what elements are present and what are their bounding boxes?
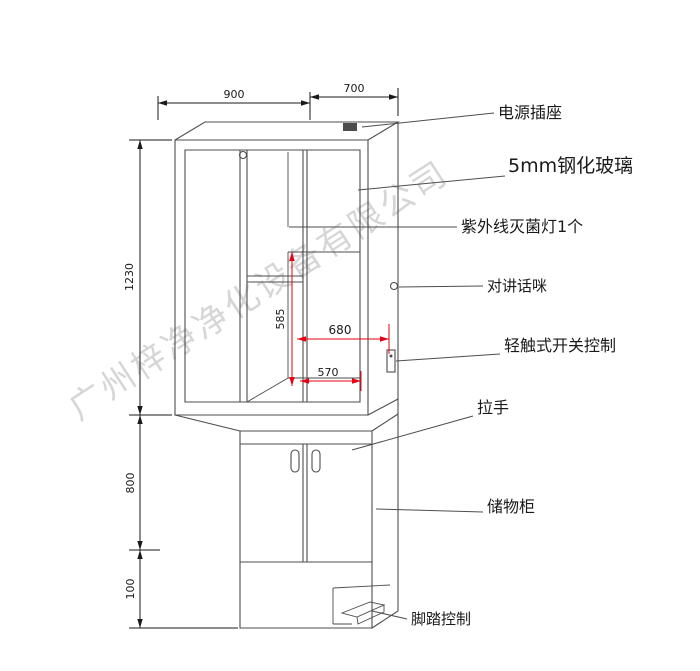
dimension-top-depth: 700 xyxy=(310,82,399,116)
dimension-1230-label: 1230 xyxy=(123,263,136,291)
dimension-100-label: 100 xyxy=(124,579,137,600)
touch-switch-button xyxy=(389,354,393,358)
lower-cabinet-frame xyxy=(174,398,399,629)
company-watermark: 广州梓净净化设备有限公司 xyxy=(62,153,456,428)
intercom-mic-label: 对讲话咪 xyxy=(487,277,547,295)
dimension-inner-width: 680 xyxy=(297,323,390,354)
leader-line xyxy=(375,508,484,513)
dimension-top-width: 900 xyxy=(157,88,311,120)
intercom-mic xyxy=(389,281,399,291)
callout-foot-pedal: 脚踏控制 xyxy=(371,610,471,628)
dimension-inner-depth: 570 xyxy=(300,366,362,391)
dimension-585-label: 585 xyxy=(274,309,287,330)
leader-line xyxy=(398,285,484,288)
storage-cabinet-label: 储物柜 xyxy=(487,497,535,516)
foot-pedal xyxy=(332,584,391,625)
pedal-plate xyxy=(340,601,386,625)
uv-lamp-label: 紫外线灭菌灯1个 xyxy=(461,217,583,236)
pedal-recess xyxy=(332,584,391,625)
dimension-800-label: 800 xyxy=(124,473,137,494)
callout-intercom-mic: 对讲话咪 xyxy=(398,277,547,295)
dimension-900-label: 900 xyxy=(224,88,245,101)
touch-switch-label: 轻触式开关控制 xyxy=(504,336,616,355)
callout-uv-lamp: 紫外线灭菌灯1个 xyxy=(289,217,583,236)
dimension-700-label: 700 xyxy=(344,82,365,95)
dimension-left-heights: 1230 800 100 xyxy=(123,139,238,629)
touch-switch-panel xyxy=(386,349,396,373)
foot-pedal-label: 脚踏控制 xyxy=(411,610,471,628)
callout-storage-cabinet: 储物柜 xyxy=(375,497,535,516)
leader-line xyxy=(395,353,501,362)
tempered-glass-label: 5mm钢化玻璃 xyxy=(508,155,633,177)
leader-line xyxy=(361,112,495,128)
dimension-tick-lines xyxy=(129,139,238,629)
leader-line xyxy=(371,610,408,620)
callout-tempered-glass: 5mm钢化玻璃 xyxy=(357,155,633,191)
callout-power-socket: 电源插座 xyxy=(361,103,562,128)
dimension-inner-height: 585 xyxy=(274,252,295,386)
leader-line xyxy=(351,415,474,451)
dimension-680-label: 680 xyxy=(329,323,352,337)
power-socket xyxy=(343,123,357,131)
power-socket-label: 电源插座 xyxy=(498,103,562,122)
door-lock-icon xyxy=(238,150,248,160)
callout-touch-switch: 轻触式开关控制 xyxy=(395,336,616,362)
callout-handle: 拉手 xyxy=(351,398,509,451)
touch-switch-body xyxy=(386,349,396,373)
dimension-570-label: 570 xyxy=(318,366,339,379)
lower-cabinet xyxy=(174,398,399,629)
right-door-handle xyxy=(311,449,321,473)
leader-line xyxy=(357,175,506,191)
handle-label: 拉手 xyxy=(477,398,509,417)
left-door-handle xyxy=(290,449,300,473)
inner-chamber-lines xyxy=(246,251,360,403)
